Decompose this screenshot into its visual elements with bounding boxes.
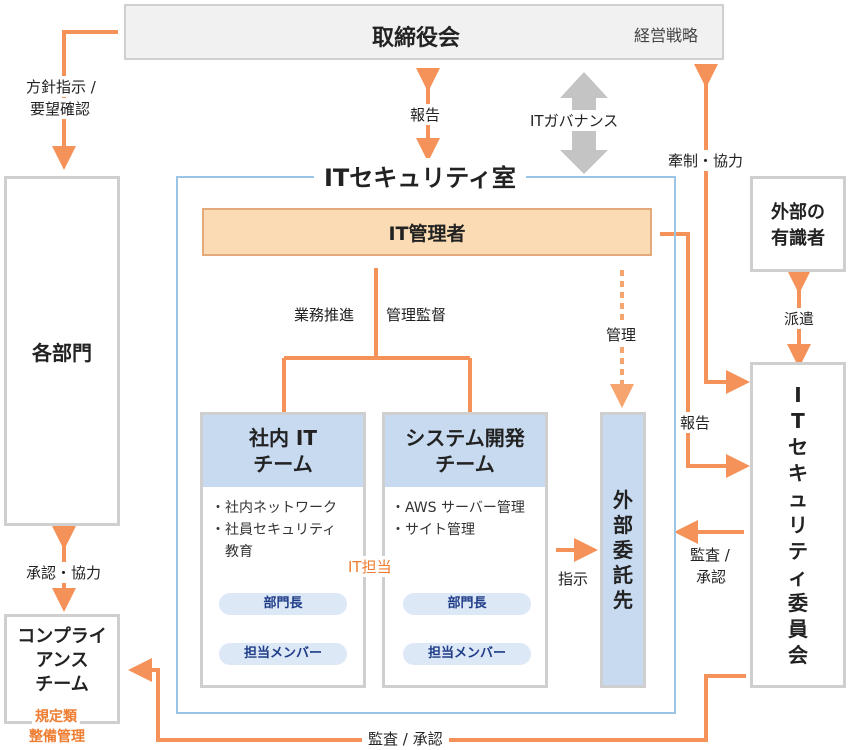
committee-char-11: 会	[788, 643, 808, 667]
system-dev-team-box: システム開発 チーム ・AWS サーバー管理 ・サイト管理 部門長 担当メンバー	[382, 412, 548, 688]
committee-char-5: ュ	[788, 487, 808, 511]
internal-it-team-title-1: 社内 IT	[248, 426, 318, 450]
external-experts-line1: 外部の	[771, 202, 825, 223]
audit-bottom-label: 監査 / 承認	[362, 728, 449, 749]
report-label-top: 報告	[406, 104, 445, 125]
security-committee-box: I T セ キ ュ リ テ ィ 委 員 会	[750, 362, 846, 688]
team-tree-line	[282, 268, 472, 412]
system-dept-head-pill: 部門長	[403, 593, 531, 615]
committee-char-8: ィ	[788, 565, 808, 589]
departments-box: 各部門	[4, 176, 120, 526]
committee-char-4: キ	[788, 461, 808, 485]
dispatch-label: 派遣	[780, 308, 819, 329]
committee-char-10: 員	[788, 617, 808, 641]
board-title: 取締役会	[372, 26, 461, 51]
security-room-title: ITセキュリティ室	[314, 158, 526, 193]
departments-title: 各部門	[32, 340, 92, 365]
cooperation-label-top: 牽制・協力	[664, 150, 748, 171]
manage-label: 管理	[602, 324, 641, 345]
committee-char-3: セ	[788, 435, 808, 459]
system-dev-team-title-2: チーム	[435, 452, 495, 476]
compliance-line2: アンス	[35, 650, 89, 671]
instruction-label: 指示	[558, 570, 589, 588]
internal-bullet-network: ・社内ネットワーク	[211, 500, 337, 516]
management-supervision-label: 管理監督	[382, 304, 451, 325]
committee-char-1: I	[794, 383, 802, 407]
compliance-line1: コンプライ	[17, 626, 107, 647]
internal-it-team-box: 社内 IT チーム ・社内ネットワーク ・社員セキュリティ 教育 部門長 担当メ…	[200, 412, 366, 688]
committee-char-7: テ	[788, 539, 808, 563]
outsource-char-2: 部	[613, 512, 633, 537]
internal-bullet-education-cont: 教育	[225, 544, 253, 560]
board-box: 取締役会 経営戦略	[124, 4, 724, 60]
strategy-label: 経営戦略	[634, 26, 699, 45]
system-member-pill: 担当メンバー	[403, 643, 531, 665]
outsource-char-3: 委	[613, 537, 633, 562]
internal-it-team-title-2: チーム	[253, 452, 313, 476]
audit-label-1: 監査 /	[690, 546, 730, 564]
committee-char-2: T	[791, 409, 805, 433]
internal-it-team-header: 社内 IT チーム	[203, 415, 363, 487]
external-experts-line2: 有識者	[771, 228, 825, 249]
compliance-sub-2: 整備管理	[26, 726, 88, 746]
system-bullet-site: ・サイト管理	[391, 522, 475, 538]
system-dev-team-title-1: システム開発	[405, 426, 525, 450]
compliance-line3: チーム	[35, 674, 89, 695]
governance-label: ITガバナンス	[528, 110, 621, 131]
policy-label-1: 方針指示 /	[22, 76, 100, 97]
policy-label-2: 要望確認	[26, 98, 95, 119]
it-manager-box: IT管理者	[202, 208, 652, 256]
approval-cooperation-label: 承認・協力	[22, 562, 106, 583]
compliance-team-box: コンプライ アンス チーム	[4, 614, 120, 724]
internal-dept-head-pill: 部門長	[219, 593, 347, 615]
outsource-box: 外 部 委 託 先	[600, 412, 646, 688]
audit-label-2: 承認	[696, 568, 727, 586]
outsource-char-4: 託	[613, 562, 633, 587]
system-bullet-aws: ・AWS サーバー管理	[391, 500, 525, 516]
outsource-char-1: 外	[613, 487, 633, 512]
it-tanto-label: IT担当	[344, 556, 396, 577]
committee-char-9: 委	[788, 591, 808, 615]
internal-member-pill: 担当メンバー	[219, 643, 347, 665]
outsource-char-5: 先	[613, 587, 633, 612]
cooperation-arrow	[694, 64, 750, 394]
committee-char-6: リ	[788, 513, 808, 537]
business-promotion-label: 業務推進	[290, 304, 359, 325]
report-label-right: 報告	[676, 412, 715, 433]
it-manager-title: IT管理者	[388, 222, 466, 245]
internal-bullet-education: ・社員セキュリティ	[211, 522, 337, 538]
external-experts-box: 外部の 有識者	[750, 176, 846, 272]
system-dev-team-header: システム開発 チーム	[385, 415, 545, 487]
compliance-sub-1: 規定類	[32, 706, 80, 726]
